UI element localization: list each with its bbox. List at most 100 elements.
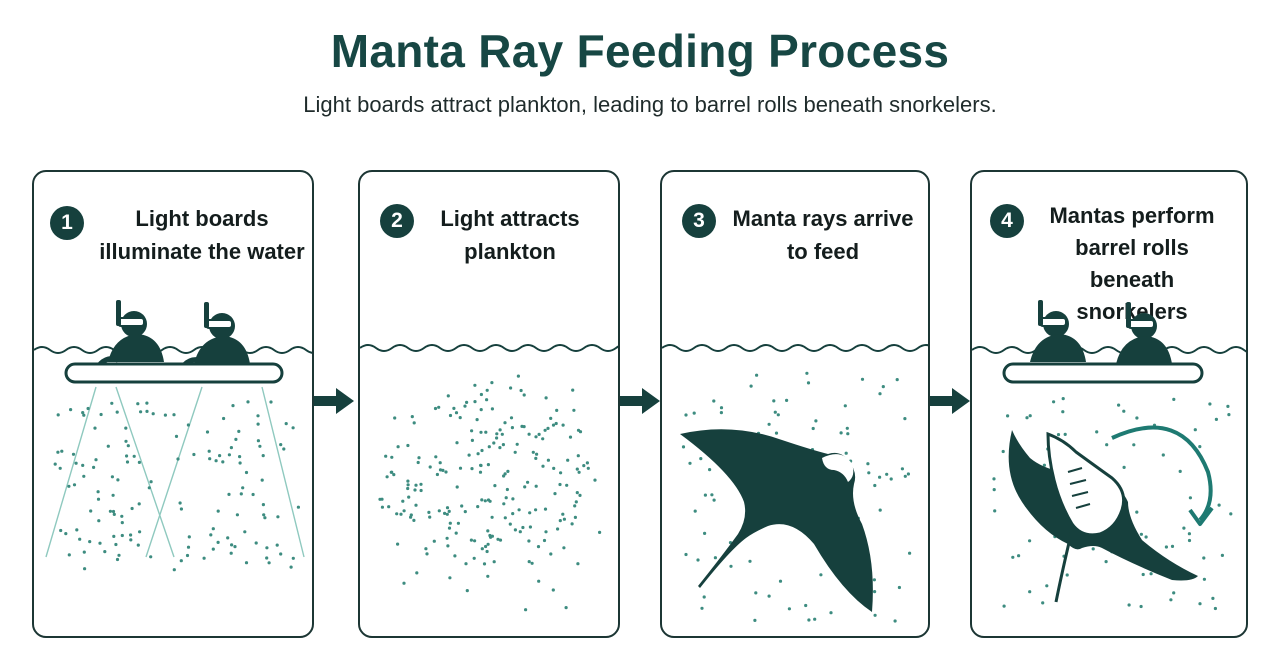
plankton-dot	[475, 418, 479, 422]
plankton-dot	[542, 538, 547, 543]
plankton-dot	[453, 554, 457, 558]
plankton-dot	[246, 400, 250, 404]
plankton-dot	[811, 426, 815, 431]
plankton-dot	[282, 447, 286, 451]
plankton-dot	[392, 473, 396, 477]
plankton-dot	[227, 492, 231, 496]
plankton-dot	[211, 547, 215, 551]
plankton-dot	[486, 463, 490, 467]
plankton-dot	[60, 449, 64, 453]
plankton-dot	[843, 404, 847, 408]
plankton-dot	[470, 429, 474, 433]
plankton-dot	[574, 500, 578, 504]
plankton-dot	[402, 581, 406, 585]
plankton-dot	[69, 408, 73, 412]
plankton-dot	[115, 410, 119, 414]
plankton-dot	[534, 484, 538, 488]
plankton-dot	[1187, 532, 1191, 536]
plankton-dot	[410, 415, 414, 419]
plankton-dot	[719, 406, 724, 410]
plankton-dot	[537, 579, 541, 583]
plankton-dot	[117, 553, 121, 557]
plankton-dot	[541, 464, 545, 468]
plankton-dot	[476, 505, 480, 509]
plankton-dot	[498, 446, 502, 450]
plankton-dot	[495, 432, 499, 436]
plankton-dot	[387, 505, 391, 509]
plankton-dot	[488, 499, 492, 503]
plankton-dot	[534, 456, 538, 460]
rolling-manta-shape	[1008, 430, 1198, 603]
water-line	[34, 346, 312, 354]
plankton-dot	[82, 550, 86, 554]
plankton-dot	[230, 543, 234, 547]
plankton-dot	[229, 446, 233, 450]
plankton-dot	[97, 519, 101, 523]
plankton-dot	[1104, 560, 1108, 564]
plankton-dot	[269, 400, 273, 404]
snorkeler-1	[98, 300, 164, 366]
plankton-dot	[78, 537, 82, 541]
plankton-dot	[396, 445, 400, 449]
plankton-dot	[774, 431, 779, 435]
plankton-dot	[445, 506, 450, 510]
plankton-dot	[906, 472, 910, 476]
plankton-dot	[81, 463, 85, 467]
plankton-dot	[470, 438, 474, 442]
plankton-dot	[688, 461, 692, 465]
plankton-dot	[92, 465, 96, 469]
plankton-dot	[1065, 573, 1069, 577]
plankton-dots	[378, 374, 602, 612]
plankton-dot	[551, 588, 555, 592]
water-line	[662, 344, 928, 352]
plankton-dot	[501, 443, 505, 447]
plankton-dot	[486, 574, 490, 578]
plankton-dot	[238, 455, 242, 459]
plankton-dot	[490, 407, 494, 411]
plankton-dot	[773, 410, 777, 414]
plankton-dot	[504, 496, 508, 500]
plankton-dot	[505, 487, 509, 492]
plankton-dot	[473, 383, 477, 387]
plankton-dot	[406, 479, 410, 483]
plankton-dot	[428, 465, 432, 469]
plankton-dot	[124, 426, 128, 430]
plankton-dot	[482, 562, 487, 566]
plankton-dot	[515, 442, 519, 446]
plankton-dot	[1193, 428, 1197, 432]
plankton-dot	[218, 454, 222, 458]
step-number-badge-4: 4	[990, 204, 1024, 238]
plankton-dot	[551, 423, 556, 427]
plankton-dot	[208, 457, 212, 461]
plankton-dot	[413, 488, 417, 492]
plankton-dot	[380, 505, 384, 509]
plankton-dot	[256, 422, 260, 426]
plankton-dot	[485, 388, 489, 392]
plankton-dot	[484, 430, 488, 434]
plankton-dot	[251, 492, 255, 497]
plankton-dot	[1011, 555, 1015, 559]
plankton-dot	[1229, 512, 1233, 516]
plankton-dot	[234, 437, 238, 441]
plankton-dot	[86, 406, 90, 411]
plankton-dot	[496, 537, 500, 541]
plankton-dot	[116, 478, 120, 482]
plankton-dot	[125, 454, 129, 458]
plankton-dot	[425, 552, 429, 556]
plankton-dot	[438, 461, 442, 465]
plankton-dot	[509, 386, 513, 390]
plankton-dot	[693, 509, 697, 513]
snorkeler-1	[1030, 300, 1086, 362]
plankton-dot	[521, 525, 525, 530]
plankton-dot	[456, 521, 460, 525]
plankton-dot	[448, 576, 452, 580]
plankton-dot	[414, 503, 418, 507]
plankton-dot	[126, 444, 130, 448]
plankton-dot	[56, 413, 60, 417]
plankton-dot	[1105, 443, 1109, 447]
plankton-dot	[216, 509, 220, 513]
plankton-dot	[470, 467, 474, 471]
plankton-dot	[384, 454, 388, 458]
plankton-dot	[681, 445, 686, 449]
plankton-dot	[517, 508, 521, 512]
